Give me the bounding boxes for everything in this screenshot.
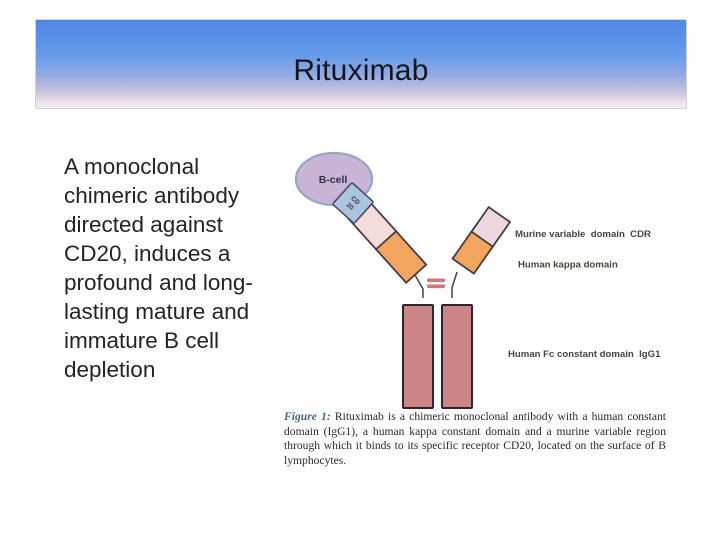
right-arm-kappa-domain (451, 230, 495, 275)
body-text-line: CD20, induces a (64, 241, 231, 266)
hinge-line-left (414, 274, 424, 298)
body-text-line: profound and long- (64, 270, 253, 295)
antibody-diagram: B-cell CD 20 Murine variable domain CDR … (294, 151, 661, 409)
body-text-block: A monoclonal chimeric antibody directed … (64, 152, 284, 384)
cd20-label-line1: CD (349, 195, 361, 207)
body-text-line: chimeric antibody (64, 183, 240, 208)
hinge-line-right (451, 271, 458, 298)
caption-figure-label: Figure 1: (284, 410, 331, 423)
caption-line: through which it binds to its specific r… (284, 439, 666, 453)
caption-line: Figure 1: Rituximab is a chimeric monocl… (284, 410, 666, 425)
body-text-line: A monoclonal (64, 154, 200, 179)
disulfide-bond-bottom (427, 284, 445, 289)
caption-line: domain (IgG1), a human kappa constant do… (284, 424, 666, 438)
title-bar: Rituximab (35, 19, 687, 109)
cd20-box (332, 182, 374, 224)
disulfide-bond-top (427, 278, 445, 283)
cd20-label-line2: 20 (345, 202, 355, 212)
right-arm (451, 205, 512, 275)
fc-domain-label: Human Fc constant domain IgG1 (508, 349, 661, 360)
slide-title: Rituximab (293, 54, 429, 87)
body-text-line: immature B cell (64, 328, 220, 353)
fc-bar-right (441, 304, 473, 409)
kappa-domain-label: Human kappa domain (518, 260, 618, 271)
caption-line: lymphocytes. (284, 453, 347, 467)
murine-domain-label: Murine variable domain CDR (515, 229, 651, 240)
left-arm-kappa-domain (374, 229, 428, 284)
figure-caption: Figure 1: Rituximab is a chimeric monocl… (284, 410, 666, 468)
fc-bar-left (402, 304, 434, 409)
body-text-line: directed against (64, 212, 223, 237)
caption-line1-text: Rituximab is a chimeric monoclonal antib… (334, 410, 666, 423)
cd20-marker: CD 20 (332, 182, 374, 224)
body-text-line: depletion (64, 357, 156, 382)
bcell-label: B-cell (319, 174, 348, 186)
body-text-line: lasting mature and (64, 299, 250, 324)
